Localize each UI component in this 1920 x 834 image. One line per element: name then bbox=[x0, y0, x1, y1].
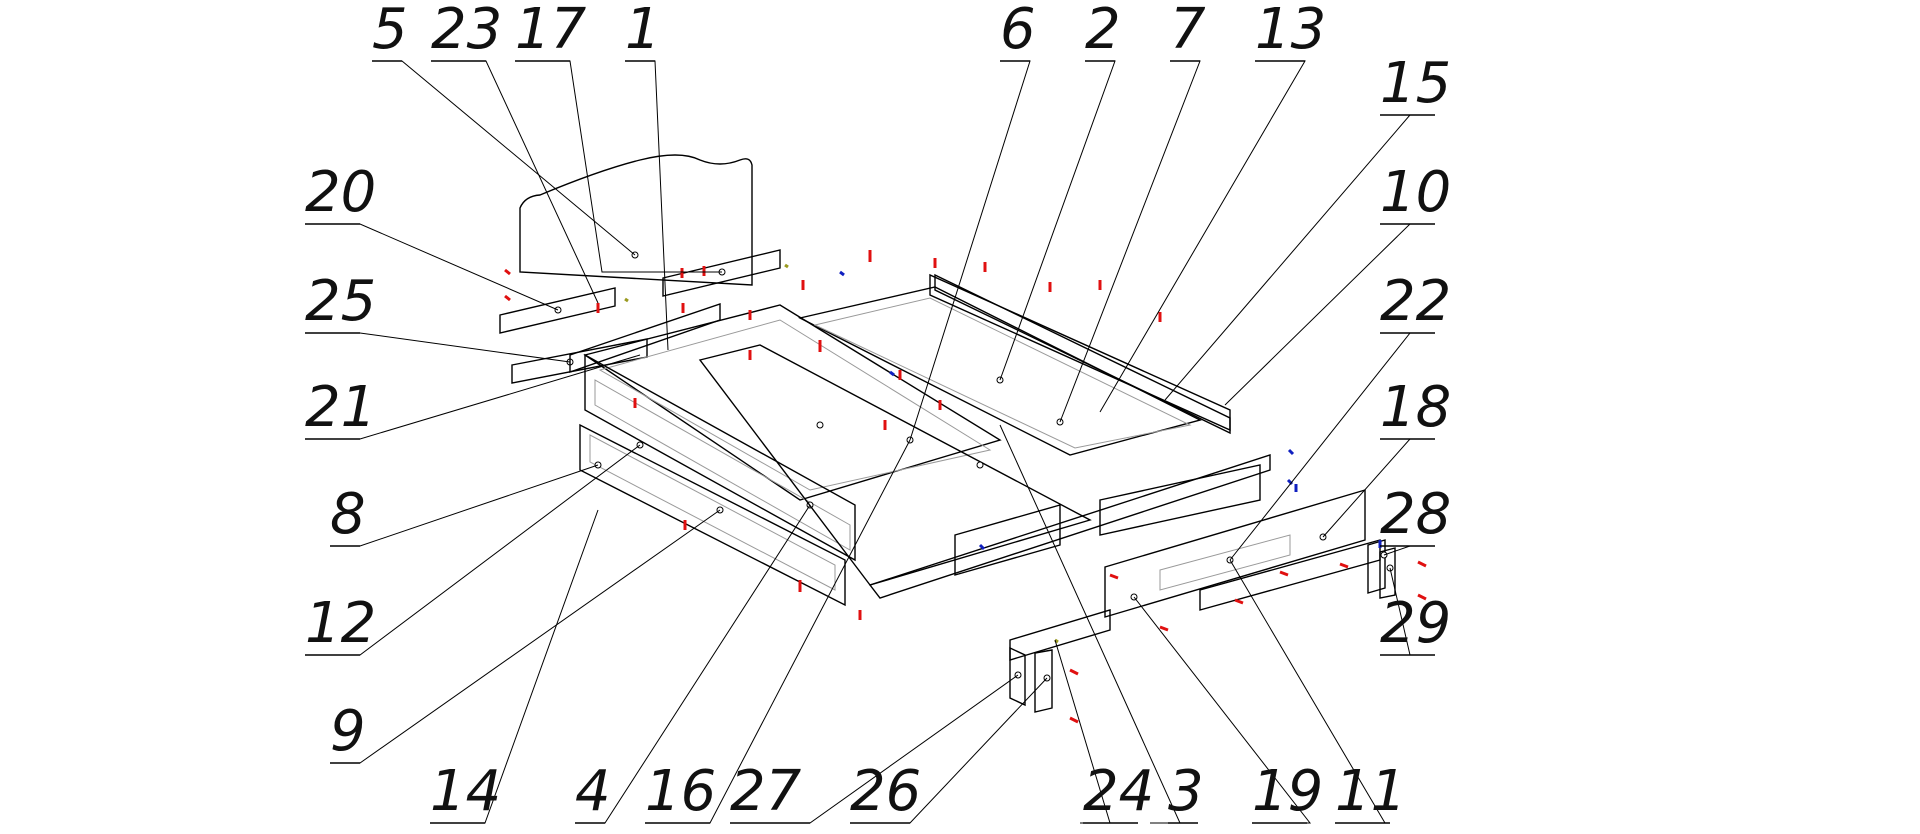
callout-5: 5 bbox=[372, 0, 408, 62]
callout-25: 25 bbox=[305, 269, 376, 334]
callout-17: 17 bbox=[515, 0, 587, 62]
callout-label: 8 bbox=[330, 482, 366, 547]
callout-label: 10 bbox=[1380, 160, 1451, 225]
callout-29: 29 bbox=[1380, 591, 1451, 656]
callout-label: 1 bbox=[625, 0, 661, 62]
callout-23: 23 bbox=[431, 0, 502, 62]
divider-panel bbox=[954, 464, 1261, 576]
callout-label: 26 bbox=[850, 759, 921, 824]
callout-label: 9 bbox=[330, 699, 366, 764]
callout-7: 7 bbox=[1170, 0, 1206, 62]
callout-label: 22 bbox=[1380, 269, 1451, 334]
callout-label: 29 bbox=[1380, 591, 1451, 656]
callout-15: 15 bbox=[1380, 51, 1451, 116]
callout-label: 13 bbox=[1255, 0, 1326, 62]
callout-label: 17 bbox=[515, 0, 587, 62]
callout-label: 4 bbox=[575, 759, 611, 824]
callout-2: 2 bbox=[1085, 0, 1121, 62]
callout-8: 8 bbox=[330, 482, 366, 547]
callout-label: 12 bbox=[305, 591, 376, 656]
callout-label: 14 bbox=[430, 759, 501, 824]
drawer-left bbox=[583, 304, 1002, 562]
callout-27: 27 bbox=[730, 759, 810, 824]
callout-label: 27 bbox=[730, 759, 802, 824]
callout-19: 19 bbox=[1252, 759, 1323, 824]
callout-label: 21 bbox=[305, 375, 376, 440]
rail-23 bbox=[569, 303, 721, 373]
callout-label: 19 bbox=[1252, 759, 1323, 824]
rail-25 bbox=[511, 338, 648, 384]
callout-label: 24 bbox=[1083, 759, 1154, 824]
footboard-rail bbox=[1009, 489, 1381, 661]
callout-3: 3 bbox=[1168, 759, 1204, 824]
callout-10: 10 bbox=[1380, 160, 1451, 225]
callout-4: 4 bbox=[575, 759, 611, 824]
callout-label: 28 bbox=[1380, 482, 1451, 547]
callout-18: 18 bbox=[1380, 375, 1451, 440]
callout-label: 18 bbox=[1380, 375, 1451, 440]
callout-label: 2 bbox=[1085, 0, 1121, 62]
callout-label: 15 bbox=[1380, 51, 1451, 116]
fasteners bbox=[504, 250, 1427, 724]
leg-back-right bbox=[1367, 539, 1396, 599]
side-panel-back bbox=[929, 273, 1231, 432]
callout-label: 25 bbox=[305, 269, 376, 334]
callout-11: 11 bbox=[1335, 759, 1406, 824]
callout-20: 20 bbox=[305, 160, 376, 225]
callout-26: 26 bbox=[850, 759, 921, 824]
callout-label: 6 bbox=[1000, 0, 1036, 62]
callout-16: 16 bbox=[645, 759, 716, 824]
callout-labels: 5 23 17 1 6 2 7 13 15 10 20 25 21 8 12 9… bbox=[305, 0, 1451, 824]
callout-21: 21 bbox=[305, 375, 376, 440]
callout-label: 23 bbox=[431, 0, 502, 62]
callout-12: 12 bbox=[305, 591, 376, 656]
callout-13: 13 bbox=[1255, 0, 1326, 62]
callout-label: 11 bbox=[1335, 759, 1406, 824]
callout-14: 14 bbox=[430, 759, 501, 824]
drawer-right bbox=[797, 273, 1231, 456]
callout-label: 16 bbox=[645, 759, 716, 824]
callout-label: 20 bbox=[305, 160, 376, 225]
callout-9: 9 bbox=[330, 699, 366, 764]
leaders bbox=[305, 60, 1412, 824]
callout-label: 7 bbox=[1170, 0, 1206, 62]
callout-1: 1 bbox=[625, 0, 661, 62]
callout-22: 22 bbox=[1380, 269, 1451, 334]
callout-28: 28 bbox=[1380, 482, 1451, 547]
callout-label: 5 bbox=[372, 0, 408, 62]
callout-24: 24 bbox=[1083, 759, 1154, 824]
callout-6: 6 bbox=[1000, 0, 1036, 62]
callout-label: 3 bbox=[1168, 759, 1204, 824]
base-frame bbox=[698, 344, 1271, 599]
